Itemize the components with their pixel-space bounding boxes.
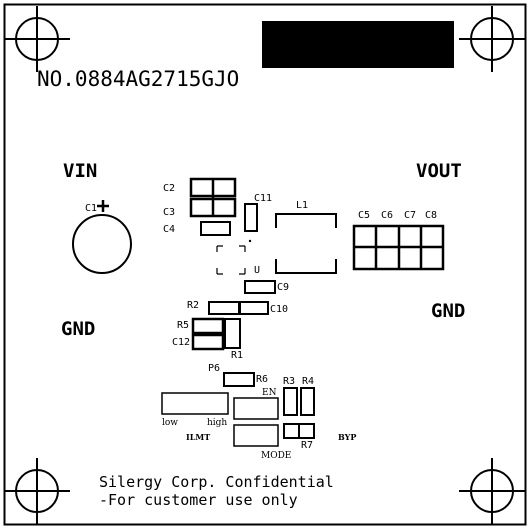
r2-c10-footprint — [208, 301, 269, 315]
ilmt-low-label: low — [162, 418, 178, 428]
p6-label: P6 — [208, 363, 220, 374]
ilmt-high-label: high — [207, 418, 227, 428]
l1-label: L1 — [296, 200, 308, 211]
c4-footprint — [200, 221, 231, 236]
r3-label: R3 — [283, 376, 295, 387]
c7-label: C7 — [404, 210, 416, 221]
r1-footprint — [224, 318, 241, 349]
u-pin1-dot — [248, 239, 252, 243]
r3-footprint — [283, 387, 298, 416]
ilmt-header — [161, 392, 229, 415]
part-number: NO.0884AG2715GJO — [37, 67, 239, 91]
c9-footprint — [244, 280, 276, 294]
r7-label: R7 — [301, 440, 313, 451]
redacted-block — [262, 21, 454, 68]
c6-label: C6 — [381, 210, 393, 221]
c2-c3-footprint — [189, 177, 237, 218]
r6-footprint — [223, 372, 255, 387]
mode-header — [233, 424, 279, 447]
c5-label: C5 — [358, 210, 370, 221]
u-ic-outline — [216, 245, 246, 275]
r5-label: R5 — [177, 320, 189, 331]
c11-footprint — [244, 203, 258, 232]
byp-label: BYP — [338, 432, 356, 442]
c9-label: C9 — [277, 282, 289, 293]
mounting-hole-top-left — [5, 6, 70, 72]
c12-label: C12 — [172, 337, 190, 348]
r2-label: R2 — [187, 300, 199, 311]
ilmt-label: ILMT — [186, 432, 210, 442]
confidential-line-2: -For customer use only — [99, 491, 298, 509]
confidential-line-1: Silergy Corp. Confidential — [99, 473, 334, 491]
r4-label: R4 — [302, 376, 314, 387]
l1-footprint — [275, 213, 337, 274]
r1-label: R1 — [231, 350, 243, 361]
c1-footprint — [72, 214, 132, 274]
c2-label: C2 — [163, 183, 175, 194]
board-outline — [3, 3, 527, 526]
r7-footprint — [283, 423, 315, 439]
c5-c8-footprint — [352, 224, 445, 271]
r5-c12-footprint — [191, 317, 225, 351]
c1-label: C1 — [85, 203, 97, 214]
mounting-hole-bottom-right — [459, 458, 525, 524]
mounting-hole-top-right — [459, 6, 525, 72]
c3-label: C3 — [163, 207, 175, 218]
en-label: EN — [262, 388, 277, 398]
en-header — [233, 397, 279, 420]
mounting-hole-bottom-left — [5, 458, 70, 524]
c4-label: C4 — [163, 224, 175, 235]
c8-label: C8 — [425, 210, 437, 221]
vin-label: VIN — [63, 160, 97, 182]
c10-label: C10 — [270, 304, 288, 315]
gnd-left-label: GND — [61, 318, 95, 340]
gnd-right-label: GND — [431, 300, 465, 322]
c11-label: C11 — [254, 193, 272, 204]
u-label: U — [254, 265, 260, 276]
r6-label: R6 — [256, 374, 268, 385]
mode-label: MODE — [261, 451, 291, 461]
c1-plus-sign — [97, 200, 109, 212]
r4-footprint — [300, 387, 315, 416]
vout-label: VOUT — [416, 160, 462, 182]
